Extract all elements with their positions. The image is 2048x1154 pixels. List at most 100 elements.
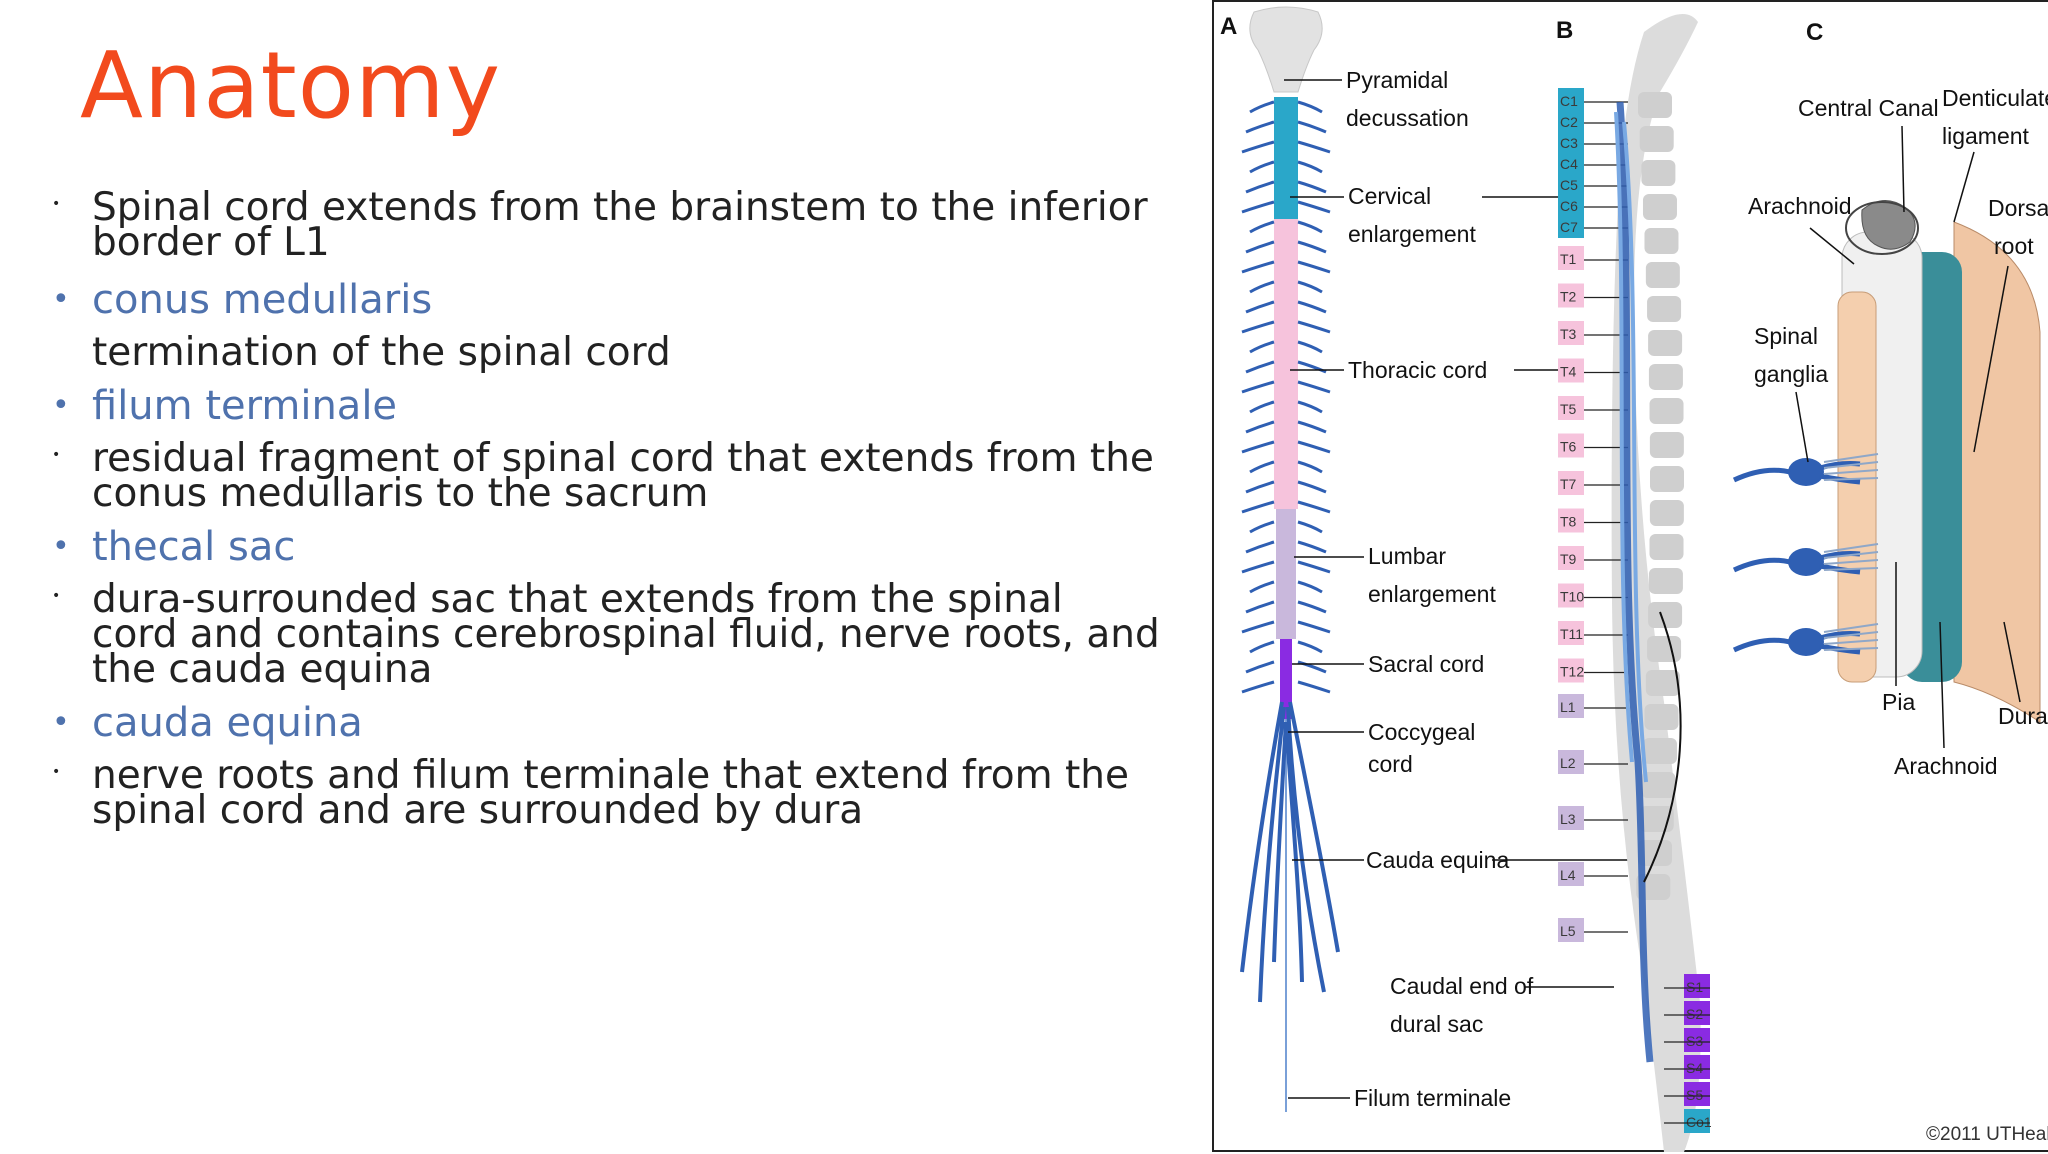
level-label: C6 — [1560, 198, 1578, 214]
slide-title: Anatomy — [80, 32, 502, 139]
nerve-root-left — [1241, 680, 1275, 694]
level-strip — [1684, 1001, 1710, 1025]
nerve-root-right — [1297, 620, 1331, 634]
bullet-mark: • — [52, 282, 70, 317]
nerve-root-right — [1297, 160, 1323, 174]
label-cervical: Cervical — [1348, 183, 1431, 209]
level-strip — [1558, 321, 1584, 345]
level-label: T9 — [1560, 551, 1577, 567]
level-label: C7 — [1560, 219, 1578, 235]
dural-outline — [1643, 611, 1682, 883]
level-label: T11 — [1560, 626, 1583, 642]
label-dorsal: Dorsal — [1988, 195, 2048, 221]
level-strip — [1558, 283, 1584, 308]
rootlet — [1823, 567, 1879, 571]
vertebra — [1644, 228, 1679, 254]
figure-canvas: A B C Pyramidal decussation Cervical enl… — [1220, 6, 2048, 1152]
nerve-root-left — [1245, 540, 1275, 554]
nerve-root-right — [1297, 240, 1327, 254]
nerve-root-left — [1241, 140, 1275, 154]
gray-matter — [1861, 200, 1916, 250]
bullet-mark: • — [52, 588, 61, 604]
level-strip — [1684, 974, 1710, 998]
level-label: T3 — [1560, 326, 1577, 342]
level-strip — [1558, 862, 1584, 886]
bullet-desc: • residual fragment of spinal cord that e… — [50, 439, 1160, 513]
level-label: S5 — [1686, 1087, 1703, 1103]
level-strip — [1684, 1055, 1710, 1079]
level-label: L5 — [1560, 923, 1576, 939]
rootlet — [1823, 647, 1879, 651]
rootlet — [1823, 461, 1879, 469]
term-text: filum terminale — [92, 383, 398, 429]
bullet-mark: • — [52, 447, 61, 463]
level-label: S2 — [1686, 1006, 1703, 1022]
nerve-root-right — [1297, 100, 1323, 114]
label-denticulate: Denticulate — [1942, 85, 2048, 111]
nerve-root-right — [1297, 420, 1327, 434]
thoracic-segment — [1274, 219, 1298, 509]
level-strip — [1558, 193, 1584, 217]
panel-letter-b: B — [1556, 17, 1573, 44]
term-text: conus medullaris — [92, 277, 433, 323]
nerve-root-right — [1297, 660, 1327, 674]
vertebra — [1642, 194, 1677, 220]
leader-line — [1795, 391, 1809, 463]
bullet-list: •Spinal cord extends from the brainstem … — [50, 188, 1160, 842]
nerve-root-right — [1297, 520, 1323, 534]
label-arachnoid-top: Arachnoid — [1748, 193, 1852, 219]
level-strip — [1558, 621, 1584, 645]
nerve-root-left — [1249, 580, 1275, 594]
level-strip — [1558, 750, 1584, 774]
rootlet — [1823, 477, 1879, 481]
label-lumbar-enlargement: enlargement — [1368, 581, 1496, 607]
level-label: L3 — [1560, 811, 1576, 827]
rootlet — [1823, 543, 1879, 553]
panel-a-cord — [1240, 6, 1340, 1112]
nerve-root-left — [1241, 440, 1275, 454]
bullet-mark: • — [52, 764, 61, 780]
nerve-root-left — [1249, 100, 1275, 114]
nerve-root-left — [1241, 320, 1275, 334]
level-label: T5 — [1560, 401, 1577, 417]
rootlet — [1823, 453, 1879, 463]
ganglion — [1788, 548, 1824, 576]
level-label: T2 — [1560, 289, 1577, 305]
bullet-mark: • — [52, 705, 70, 740]
nerve-root-right — [1297, 320, 1331, 334]
bullet-term: • conus medullaris — [50, 278, 1160, 322]
nerve-roots — [1241, 100, 1331, 694]
vertebra — [1648, 330, 1683, 356]
bullet-desc: •dura-surrounded sac that extends from t… — [50, 580, 1160, 689]
level-label: L2 — [1560, 755, 1576, 771]
nerve-root-left — [1249, 220, 1275, 234]
panel-letter-a: A — [1220, 13, 1237, 40]
rootlet — [1823, 623, 1879, 633]
bullet-mark: • — [52, 529, 70, 564]
label-dural-sac: dural sac — [1390, 1011, 1483, 1037]
nerve-root-right — [1297, 340, 1323, 354]
level-label: L4 — [1560, 867, 1576, 883]
nerve-root-right — [1297, 120, 1327, 134]
label-pia: Pia — [1882, 689, 1915, 715]
level-label: T8 — [1560, 514, 1577, 530]
nerve-root-left — [1245, 120, 1275, 134]
nerve-root-right — [1297, 600, 1327, 614]
nerve-root-left — [1249, 460, 1275, 474]
nerve-root-right — [1297, 440, 1331, 454]
spinal-levels: C1C2C3C4C5C6C7T1T2T3T4T5T6T7T8T9T10T11T1… — [1558, 88, 1712, 1133]
cord-outline — [1614, 111, 1648, 783]
level-label: C5 — [1560, 177, 1578, 193]
label-thoracic: Thoracic cord — [1348, 357, 1487, 383]
level-label: T10 — [1560, 589, 1584, 605]
level-strip — [1558, 918, 1584, 942]
nerve-root-right — [1297, 360, 1327, 374]
ganglion — [1788, 458, 1824, 486]
rootlet — [1823, 559, 1879, 565]
term-text: thecal sac — [92, 524, 296, 570]
bullet-text: residual fragment of spinal cord that ex… — [92, 436, 1154, 516]
vertebra — [1641, 160, 1676, 186]
leader-line — [1953, 151, 1975, 223]
nerve-root-left — [1249, 340, 1275, 354]
nerve-root-right — [1297, 140, 1331, 154]
